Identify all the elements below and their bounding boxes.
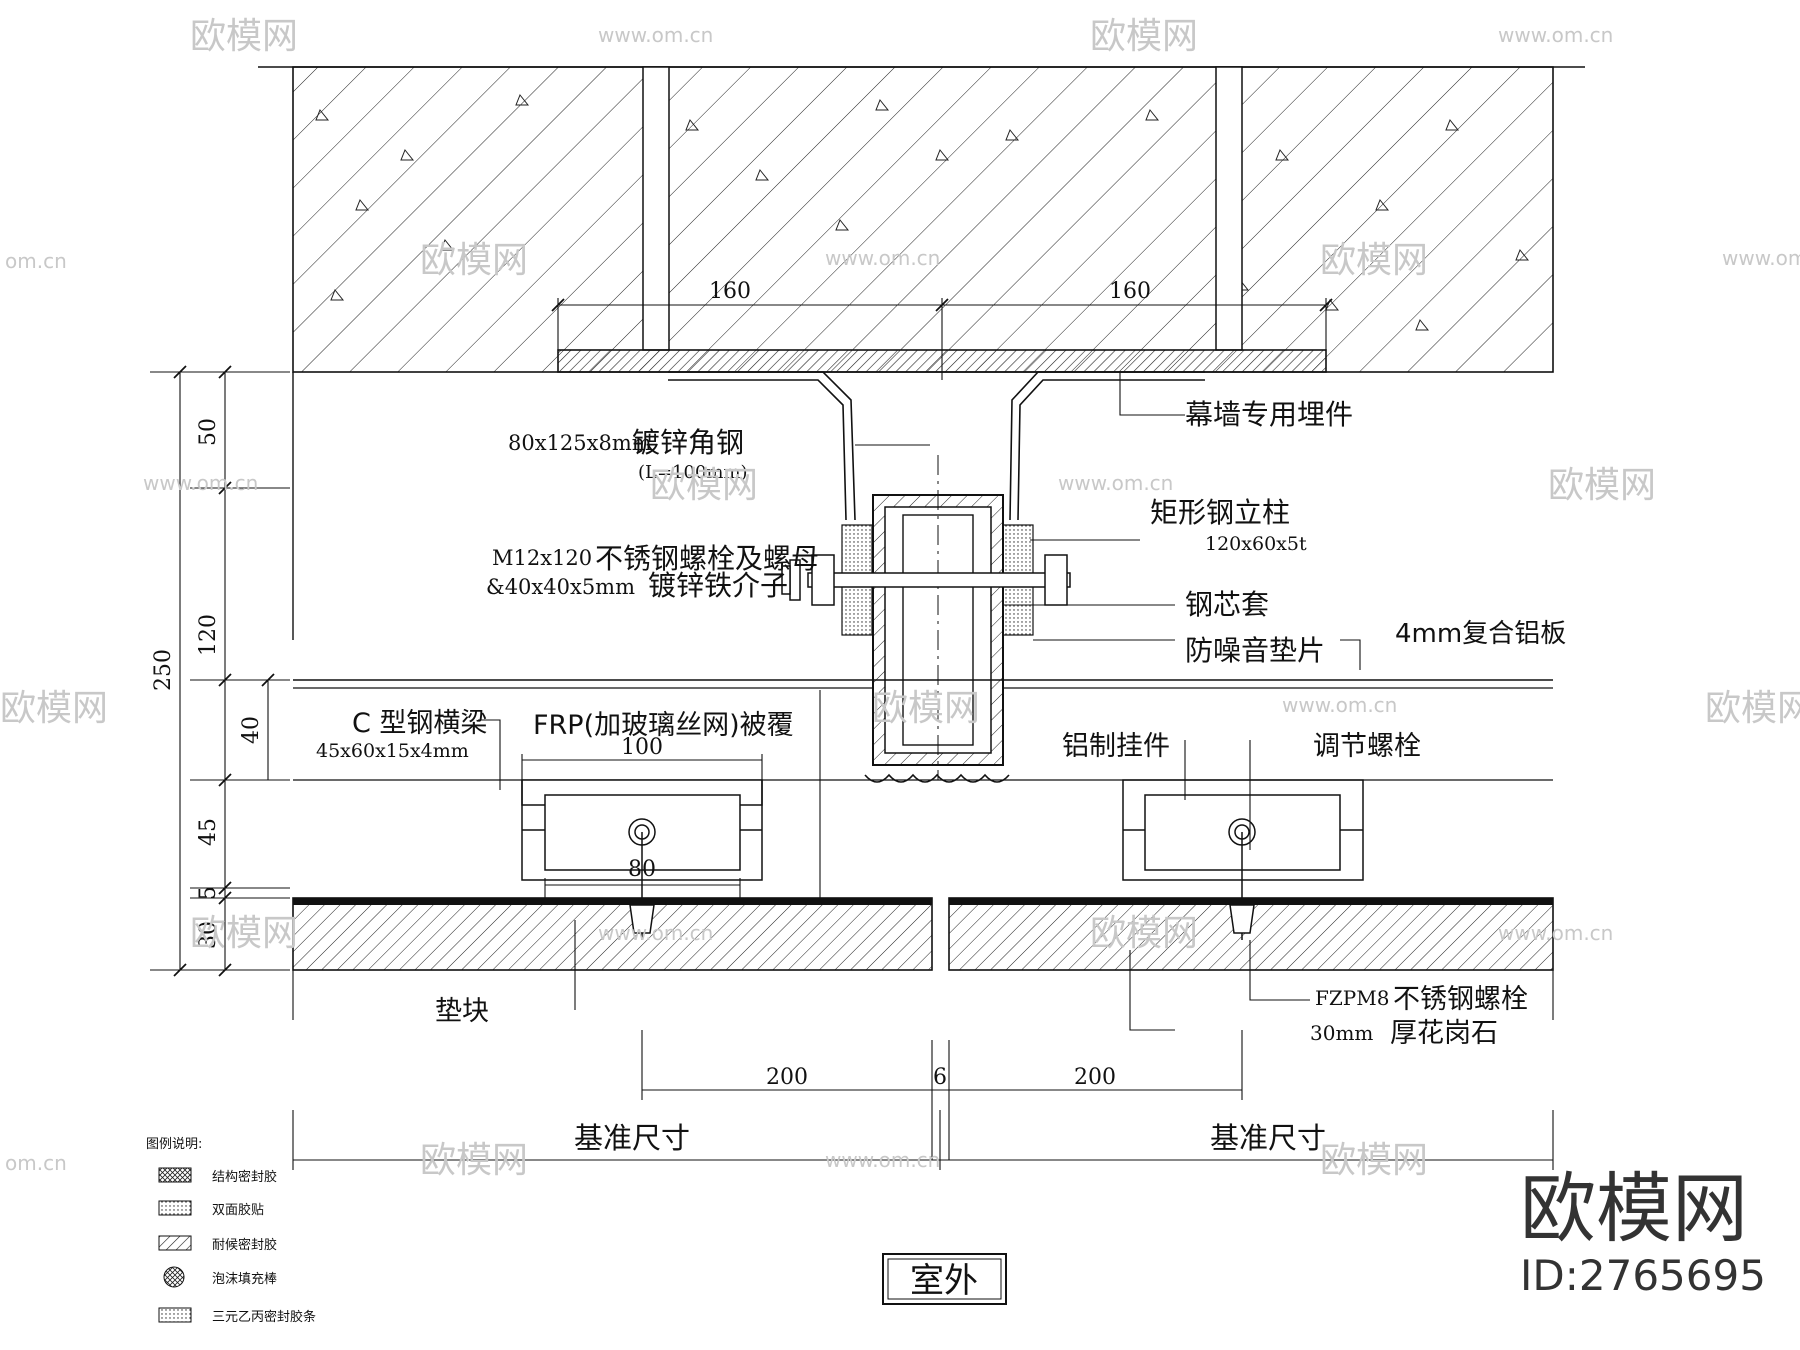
wm-url-short-1: om.cn	[5, 249, 67, 273]
wm-brand-2: 欧模网	[1090, 16, 1198, 57]
legend-swatch-5	[158, 1307, 192, 1323]
label-pad: 防噪音垫片	[1185, 634, 1325, 667]
dim-bottom-right: 200	[1074, 1065, 1116, 1090]
wm-url-3: www.om.cn	[825, 246, 940, 270]
label-column-name: 矩形钢立柱	[1150, 496, 1290, 529]
label-block: 垫块	[435, 996, 489, 1027]
outside-text: 室外	[910, 1261, 978, 1301]
dim-40: 40	[239, 716, 264, 744]
wm-url-4: www.om.cn	[1722, 246, 1800, 270]
label-base-right: 基准尺寸	[1210, 1121, 1326, 1155]
dim-45: 45	[196, 818, 221, 846]
dimension-text: 160 160 50 120 250 40 45 5 30 100 80 200…	[151, 279, 1151, 1090]
anchor-rods	[642, 66, 1243, 351]
wm-url-6: www.om.cn	[1058, 471, 1173, 495]
legend-swatch-3	[158, 1235, 192, 1251]
through-bolt	[781, 554, 1071, 606]
legend-title: 图例说明:	[146, 1137, 202, 1152]
wm-brand-12: 欧模网	[420, 1140, 528, 1181]
wm-brand-3: 欧模网	[420, 240, 528, 281]
legend-item-1: 结构密封胶	[212, 1169, 277, 1185]
dim-120: 120	[196, 614, 221, 656]
label-granite-name: 厚花岗石	[1390, 1018, 1498, 1049]
dimension-lines	[150, 298, 1554, 1170]
label-alu-panel: 4mm复合铝板	[1395, 619, 1566, 649]
legend-swatch-4	[163, 1266, 185, 1288]
legend: 图例说明: 结构密封胶 双面胶贴 耐候密封胶 泡沫填充棒 三元乙丙密封胶条	[146, 1137, 316, 1325]
label-frp: FRP(加玻璃丝网)被覆	[533, 710, 794, 741]
label-bolt-spec: M12x120	[492, 546, 592, 570]
wm-url-1: www.om.cn	[598, 23, 713, 47]
steel-column	[841, 455, 1034, 783]
wm-url-short-2: om.cn	[5, 1151, 67, 1175]
dim-top-right: 160	[1109, 279, 1151, 304]
wm-url-8: www.om.cn	[598, 921, 713, 945]
wm-url-7: www.om.cn	[1282, 693, 1397, 717]
label-embed: 幕墙专用埋件	[1185, 398, 1353, 431]
wm-url-10: www.om.cn	[825, 1148, 940, 1172]
dim-250: 250	[151, 649, 176, 691]
dim-30: 30	[196, 921, 221, 949]
wm-brand-6: 欧模网	[1548, 465, 1656, 506]
label-fzpm-spec: FZPM8	[1315, 986, 1389, 1010]
dim-80: 80	[628, 857, 656, 882]
wm-url-5: www.om.cn	[143, 471, 258, 495]
angle-steel	[668, 371, 1205, 521]
hanger-left	[521, 779, 763, 940]
label-sleeve: 钢芯套	[1185, 588, 1269, 621]
label-angle-name: 镀锌角钢	[632, 426, 744, 459]
wm-brand-8: 欧模网	[872, 688, 980, 729]
wm-brand-9: 欧模网	[1705, 688, 1800, 729]
legend-item-5: 三元乙丙密封胶条	[212, 1309, 316, 1325]
label-fzpm-name: 不锈钢螺栓	[1393, 984, 1528, 1015]
wm-brand-1: 欧模网	[190, 16, 298, 57]
watermarks: 欧模网 www.om.cn 欧模网 www.om.cn om.cn 欧模网 ww…	[0, 16, 1800, 1181]
annotation-labels: 幕墙专用埋件 80x125x8mm 镀锌角钢 (L=100mm) 矩形钢立柱 1…	[316, 398, 1566, 1155]
logo-id: ID:2765695	[1520, 1251, 1766, 1300]
dim-bottom-left: 200	[766, 1065, 808, 1090]
label-bolt-name: 不锈钢螺栓及螺母	[595, 542, 819, 575]
legend-item-3: 耐候密封胶	[212, 1237, 277, 1253]
legend-swatch-2	[158, 1200, 192, 1216]
label-adjust-bolt: 调节螺栓	[1313, 731, 1421, 762]
dim-top-left: 160	[709, 279, 751, 304]
legend-item-2: 双面胶贴	[212, 1202, 264, 1218]
wm-brand-13: 欧模网	[1320, 1140, 1428, 1181]
label-shim-spec: &40x40x5mm	[486, 575, 635, 599]
label-granite-spec: 30mm	[1310, 1021, 1373, 1045]
wm-brand-5: 欧模网	[650, 465, 758, 506]
wm-brand-7: 欧模网	[0, 688, 108, 729]
label-angle-spec: 80x125x8mm	[508, 431, 652, 455]
concrete-slab	[258, 66, 1585, 373]
outside-label: 室外	[882, 1253, 1007, 1305]
granite-stone	[292, 897, 1554, 971]
wm-brand-10: 欧模网	[190, 913, 298, 954]
dim-50: 50	[196, 418, 221, 446]
logo-brand: 欧模网	[1520, 1164, 1748, 1253]
wm-url-2: www.om.cn	[1498, 23, 1613, 47]
dim-5: 5	[196, 886, 221, 900]
label-angle-len: (L=100mm)	[638, 462, 748, 483]
wm-brand-11: 欧模网	[1090, 913, 1198, 954]
label-column-spec: 120x60x5t	[1205, 533, 1307, 555]
legend-item-4: 泡沫填充棒	[212, 1271, 277, 1287]
wm-brand-4: 欧模网	[1320, 240, 1428, 281]
logo: 欧模网 ID:2765695	[1520, 1164, 1766, 1300]
wm-url-9: www.om.cn	[1498, 921, 1613, 945]
label-beam-spec: 45x60x15x4mm	[316, 740, 469, 762]
label-hanger: 铝制挂件	[1062, 731, 1170, 762]
label-shim-name: 镀锌铁介子	[648, 569, 788, 602]
dim-100: 100	[621, 735, 663, 760]
hanger-right	[1122, 779, 1364, 940]
label-base-left: 基准尺寸	[574, 1121, 690, 1155]
dim-gap: 6	[933, 1065, 947, 1090]
leader-lines	[478, 372, 1361, 1031]
label-beam-name: C 型钢横梁	[352, 708, 487, 739]
legend-swatch-1	[158, 1167, 192, 1183]
